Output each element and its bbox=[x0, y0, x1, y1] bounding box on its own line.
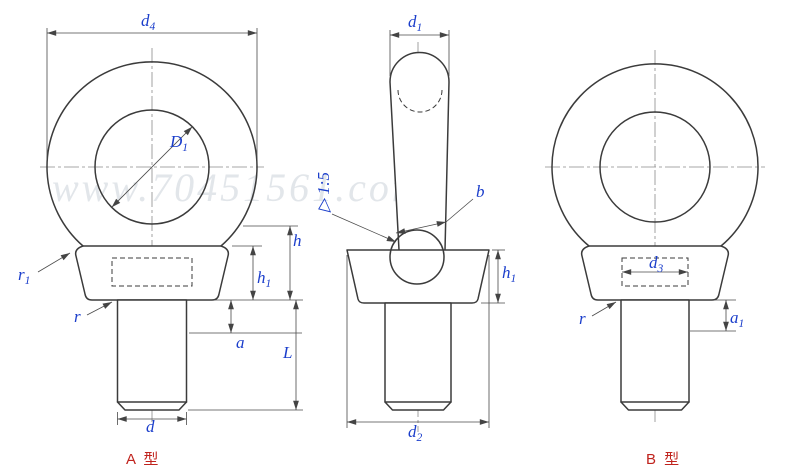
label-d: d bbox=[146, 417, 155, 436]
dim-r1: r1 bbox=[18, 252, 71, 287]
type-a-label: A 型 bbox=[126, 451, 160, 468]
ring-side-outline bbox=[389, 51, 450, 251]
view-side: d1 b ▷ 1:5 h1 d2 bbox=[314, 12, 516, 444]
dimension-line bbox=[395, 221, 447, 234]
dim-d2: d2 bbox=[346, 255, 490, 444]
dim-d1: d1 bbox=[389, 12, 450, 76]
label-d4: d4 bbox=[141, 11, 156, 33]
outer-ring-arc bbox=[551, 63, 759, 247]
label-h1-side: h1 bbox=[502, 263, 516, 285]
dim-D1: D1 bbox=[111, 126, 193, 208]
leader-line bbox=[591, 301, 617, 317]
dim-a1: a1 bbox=[690, 299, 744, 332]
dim-r-b: r bbox=[579, 301, 617, 328]
label-a1: a1 bbox=[730, 308, 744, 330]
label-r: r bbox=[74, 307, 81, 326]
taper-annotation: ▷ 1:5 bbox=[314, 172, 397, 243]
leader-line bbox=[331, 213, 397, 243]
dimension-line bbox=[111, 126, 193, 208]
view-front-type-b: d3 a1 r B 型 bbox=[545, 50, 765, 468]
label-d2: d2 bbox=[408, 422, 423, 444]
dim-d4: d4 bbox=[46, 11, 258, 160]
label-L: L bbox=[282, 343, 292, 362]
dim-L: L bbox=[188, 300, 303, 411]
hidden-hole-arc bbox=[397, 89, 443, 113]
dim-h: h bbox=[214, 225, 303, 301]
type-b-label: B 型 bbox=[646, 451, 681, 468]
label-d1: d1 bbox=[408, 12, 422, 34]
collar-outline bbox=[74, 245, 230, 301]
label-r1: r1 bbox=[18, 265, 30, 287]
label-h: h bbox=[293, 231, 302, 250]
inner-ring-circle bbox=[599, 111, 711, 223]
dim-b: b bbox=[395, 182, 485, 234]
view-front-type-a: d4 D1 h h1 a L bbox=[18, 11, 303, 468]
label-a: a bbox=[236, 333, 245, 352]
collar-outline bbox=[346, 249, 490, 304]
dim-h1: h1 bbox=[232, 245, 271, 300]
label-r-b: r bbox=[579, 309, 586, 328]
taper-label: ▷ 1:5 bbox=[314, 172, 333, 213]
shank-outline bbox=[620, 299, 690, 411]
inner-ring-circle bbox=[94, 109, 210, 225]
label-b: b bbox=[476, 182, 485, 201]
leader-line bbox=[37, 252, 71, 273]
dim-r: r bbox=[74, 301, 113, 326]
dim-h1-side: h1 bbox=[481, 249, 516, 304]
label-h1: h1 bbox=[257, 268, 271, 290]
label-D1: D1 bbox=[169, 132, 188, 154]
dim-d: d bbox=[117, 412, 187, 436]
shank-outline bbox=[384, 302, 452, 411]
label-d3: d3 bbox=[649, 253, 664, 275]
leader-line bbox=[86, 301, 113, 316]
shank-outline bbox=[116, 299, 188, 411]
dim-a: a bbox=[189, 300, 302, 352]
leader-line bbox=[445, 198, 474, 223]
hidden-hole-rect bbox=[111, 257, 193, 287]
outer-ring-arc bbox=[46, 61, 258, 247]
dim-d3: d3 bbox=[622, 253, 688, 275]
